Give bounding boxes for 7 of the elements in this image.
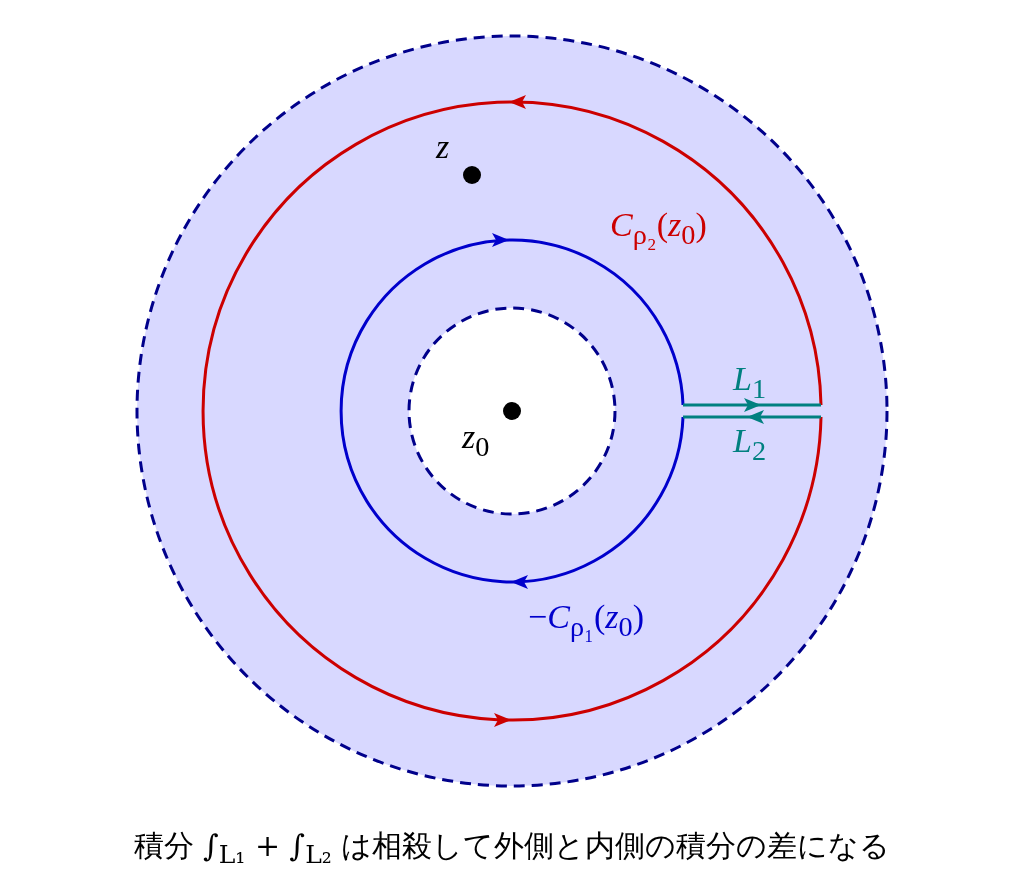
- caption: 積分 ∫$_{L₁}$ + ∫$_{L₂}$ は相殺して外側と内側の積分の差になる: [132, 828, 892, 870]
- math-label: −C$_{ρ₁}$(z$_{0}$): [528, 600, 644, 642]
- math-label: L$_{2}$: [733, 424, 767, 466]
- math-label: C$_{ρ₂}$(z$_{0}$): [610, 208, 707, 250]
- math-label: L$_{1}$: [733, 362, 767, 404]
- math-label: z$_{0}$: [462, 420, 490, 462]
- math-label: z: [436, 130, 450, 164]
